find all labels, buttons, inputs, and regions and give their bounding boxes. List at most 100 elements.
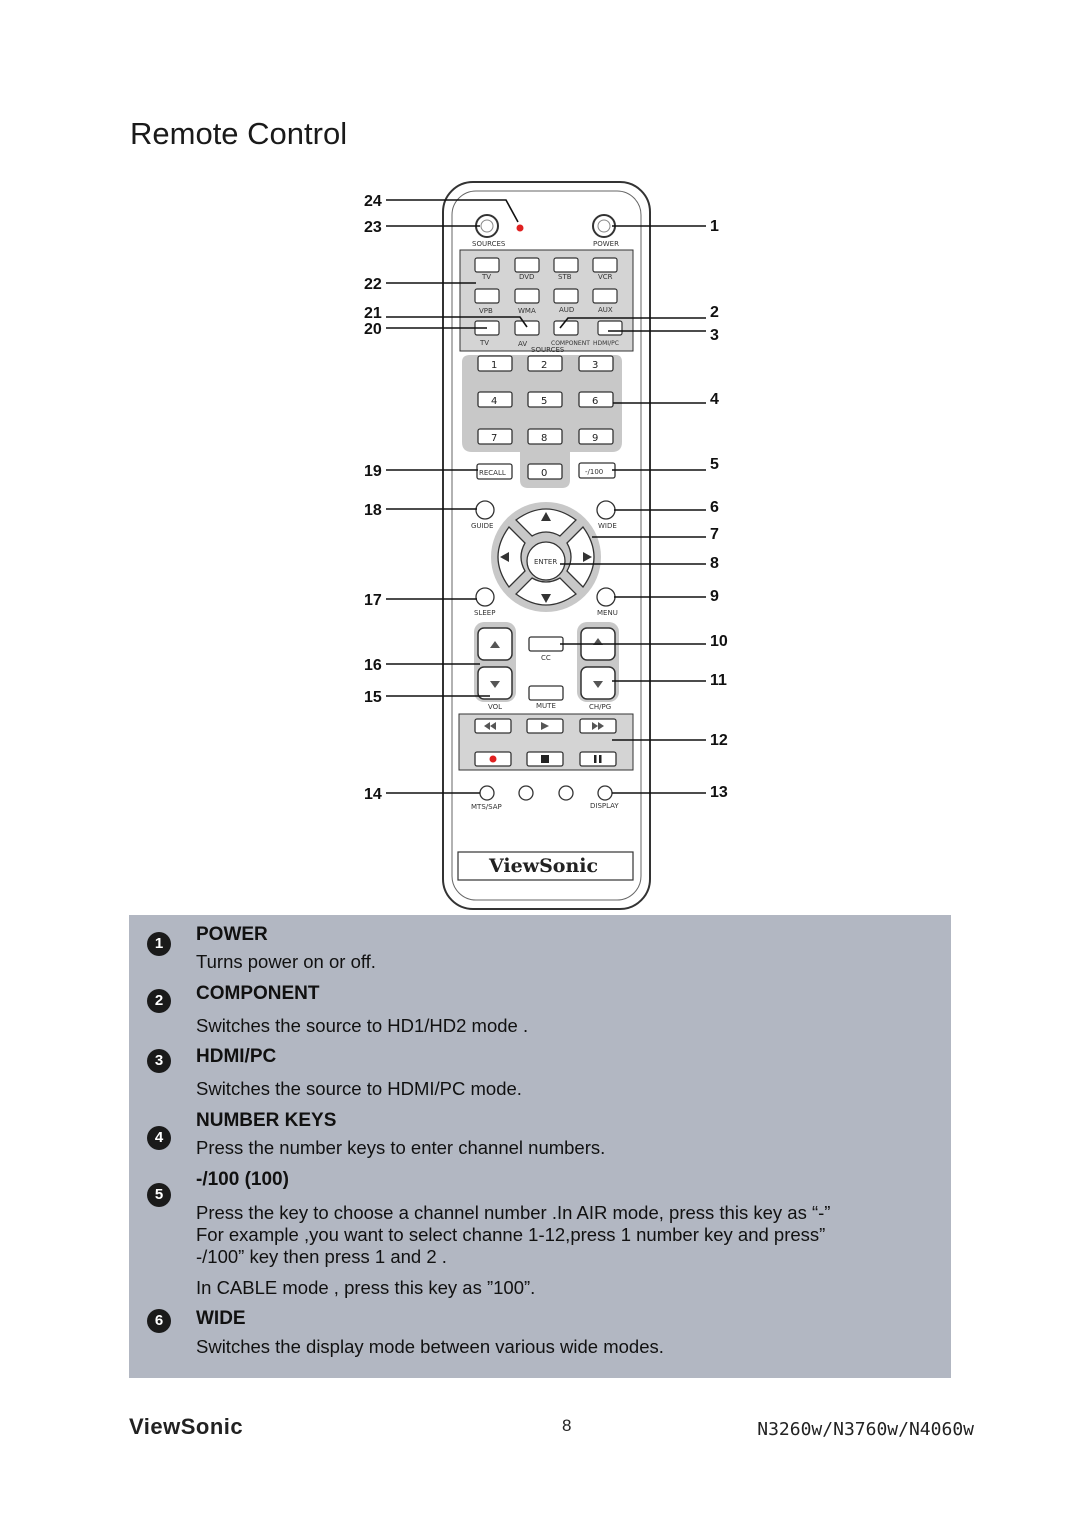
svg-text:MTS/SAP: MTS/SAP <box>471 803 502 811</box>
callout-4: 4 <box>710 391 719 408</box>
arrow-up-icon <box>541 512 551 521</box>
callout-13: 13 <box>710 784 728 801</box>
svg-text:SOURCES: SOURCES <box>531 346 565 354</box>
callout-24: 24 <box>364 193 382 210</box>
callout-12: 12 <box>710 732 728 749</box>
svg-text:WIDE: WIDE <box>598 522 617 530</box>
svg-text:5: 5 <box>541 396 547 407</box>
sources-label: SOURCES <box>472 240 506 248</box>
callout-8: 8 <box>710 555 719 572</box>
item-title: COMPONENT <box>196 983 320 1004</box>
callout-22: 22 <box>364 276 382 293</box>
svg-text:7: 7 <box>491 433 497 444</box>
item-text: -/100” key then press 1 and 2 . <box>196 1246 447 1267</box>
item-number-badge: 1 <box>147 932 171 956</box>
callout-10: 10 <box>710 633 728 650</box>
svg-text:HDMI/PC: HDMI/PC <box>593 340 619 347</box>
pause-icon <box>594 755 597 763</box>
description-panel: 1 POWER Turns power on or off. 2 COMPONE… <box>129 915 951 1378</box>
item-text: Turns power on or off. <box>196 951 376 972</box>
svg-text:AV: AV <box>518 340 527 348</box>
item-text: In CABLE mode , press this key as ”100”. <box>196 1277 536 1298</box>
item-number-badge: 2 <box>147 989 171 1013</box>
record-icon <box>489 755 497 763</box>
callout-6: 6 <box>710 499 719 516</box>
svg-text:9: 9 <box>592 433 598 444</box>
svg-text:COMPONENT: COMPONENT <box>551 340 590 347</box>
callout-19: 19 <box>364 463 382 480</box>
pause-button <box>579 751 617 767</box>
callout-5: 5 <box>710 456 719 473</box>
svg-text:CC: CC <box>541 654 551 662</box>
svg-text:DVD: DVD <box>519 273 534 281</box>
item-text: For example ,you want to select channe 1… <box>196 1224 826 1245</box>
fast-forward-icon <box>592 722 598 730</box>
arrow-left-icon <box>500 552 509 562</box>
round-button-2 <box>518 785 534 801</box>
arrow-right-icon <box>583 552 592 562</box>
callout-21: 21 <box>364 305 382 322</box>
cc-button <box>528 636 564 652</box>
svg-text:SLEEP: SLEEP <box>474 609 495 617</box>
stop-icon <box>541 755 549 763</box>
svg-text:VOL: VOL <box>488 703 502 711</box>
callout-23: 23 <box>364 219 382 236</box>
callout-14: 14 <box>364 786 382 803</box>
brand-plate <box>457 851 634 881</box>
page-number: 8 <box>562 1416 572 1435</box>
callout-17: 17 <box>364 592 382 609</box>
item-number-badge: 5 <box>147 1183 171 1207</box>
callout-3: 3 <box>710 327 719 344</box>
svg-text:WMA: WMA <box>518 307 536 315</box>
number-keys <box>477 355 614 480</box>
item-title: WIDE <box>196 1308 246 1329</box>
round-button-3 <box>558 785 574 801</box>
svg-text:0: 0 <box>541 468 547 479</box>
mts-sap-button <box>479 785 495 801</box>
footer-brand: ViewSonic <box>129 1414 244 1439</box>
svg-text:8: 8 <box>541 433 547 444</box>
svg-text:CH/PG: CH/PG <box>589 703 611 711</box>
svg-text:GUIDE: GUIDE <box>471 522 493 530</box>
callout-16: 16 <box>364 657 382 674</box>
item-title: -/100 (100) <box>196 1169 289 1190</box>
svg-text:RECALL: RECALL <box>479 469 506 477</box>
wide-button <box>596 500 616 520</box>
power-label: POWER <box>593 240 619 248</box>
model-number: N3260w/N3760w/N4060w <box>757 1419 974 1440</box>
remote-brand: ViewSonic <box>488 855 598 877</box>
svg-text:MUTE: MUTE <box>536 702 556 710</box>
item-title: POWER <box>196 924 268 945</box>
item-number-badge: 3 <box>147 1049 171 1073</box>
item-text: Switches the source to HDMI/PC mode. <box>196 1078 522 1099</box>
svg-text:STB: STB <box>558 273 572 281</box>
play-icon <box>541 722 549 730</box>
menu-button <box>596 587 616 607</box>
sleep-button <box>475 587 495 607</box>
callout-7: 7 <box>710 526 719 543</box>
svg-text:2: 2 <box>541 360 547 371</box>
item-number-badge: 6 <box>147 1309 171 1333</box>
item-number-badge: 4 <box>147 1126 171 1150</box>
mute-button <box>528 685 564 701</box>
svg-text:AUD: AUD <box>559 306 574 314</box>
item-title: HDMI/PC <box>196 1046 277 1067</box>
callout-11: 11 <box>710 672 727 689</box>
source-keys <box>474 257 623 336</box>
callout-15: 15 <box>364 689 382 706</box>
guide-button <box>475 500 495 520</box>
callout-leaders <box>386 199 706 794</box>
recall-button <box>476 463 513 480</box>
svg-text:TV: TV <box>481 273 491 281</box>
remote-inner-border <box>451 190 642 901</box>
power-button <box>592 214 616 238</box>
svg-text:ENTER: ENTER <box>534 558 557 566</box>
svg-text:TV: TV <box>479 339 489 347</box>
callout-2: 2 <box>710 304 719 321</box>
item-text: Switches the source to HD1/HD2 mode . <box>196 1015 529 1036</box>
item-title: NUMBER KEYS <box>196 1110 337 1131</box>
svg-text:3: 3 <box>592 360 598 371</box>
svg-text:VPB: VPB <box>479 307 493 315</box>
number-pad-background <box>462 355 622 488</box>
display-button <box>597 785 613 801</box>
